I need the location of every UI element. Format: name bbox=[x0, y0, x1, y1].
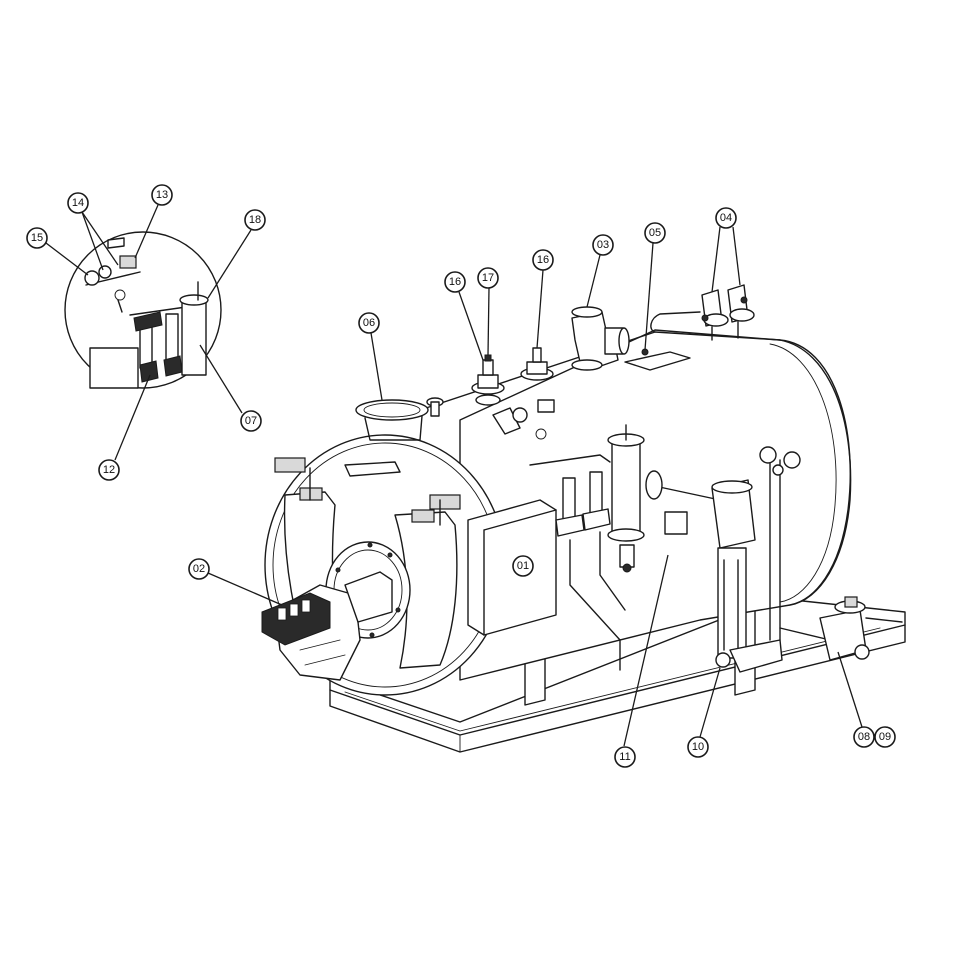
callout-label-04: 04 bbox=[720, 212, 732, 224]
callout-label-16-right: 16 bbox=[537, 254, 549, 266]
callout-10: 10 bbox=[687, 736, 709, 758]
callout-label-14: 14 bbox=[72, 197, 84, 209]
callout-label-08: 08 bbox=[858, 731, 870, 743]
top-valves bbox=[426, 284, 755, 440]
callout-04: 04 bbox=[715, 207, 737, 229]
callout-06: 06 bbox=[358, 312, 380, 334]
callout-15: 15 bbox=[26, 227, 48, 249]
callout-label-10: 10 bbox=[692, 741, 704, 753]
callout-label-01: 01 bbox=[517, 560, 529, 572]
callout-14: 14 bbox=[67, 192, 89, 214]
callout-17: 17 bbox=[477, 267, 499, 289]
callout-label-13: 13 bbox=[156, 189, 168, 201]
callout-label-02: 02 bbox=[193, 563, 205, 575]
callout-16-right: 16 bbox=[532, 249, 554, 271]
callout-label-03: 03 bbox=[597, 239, 609, 251]
control-panel bbox=[467, 499, 557, 636]
callout-07: 07 bbox=[240, 410, 262, 432]
leader-lines bbox=[45, 204, 863, 747]
callout-label-11: 11 bbox=[619, 751, 630, 763]
callout-12: 12 bbox=[98, 459, 120, 481]
feed-pump bbox=[645, 446, 801, 673]
callout-label-09: 09 bbox=[879, 731, 891, 743]
manhole bbox=[355, 399, 429, 441]
callout-11: 11 bbox=[614, 746, 636, 768]
callout-02: 02 bbox=[188, 558, 210, 580]
level-columns bbox=[529, 424, 645, 671]
callout-label-17: 17 bbox=[482, 272, 494, 284]
callout-01: 01 bbox=[512, 555, 534, 577]
callout-13: 13 bbox=[151, 184, 173, 206]
callout-08: 08 bbox=[853, 726, 875, 748]
callout-09: 09 bbox=[874, 726, 896, 748]
callout-label-15: 15 bbox=[31, 232, 43, 244]
callout-label-18: 18 bbox=[249, 214, 261, 226]
burner bbox=[261, 571, 393, 681]
callout-label-06: 06 bbox=[363, 317, 375, 329]
boiler-shell bbox=[419, 311, 852, 681]
callout-label-16-left: 16 bbox=[449, 276, 461, 288]
callout-label-12: 12 bbox=[103, 464, 115, 476]
callout-03: 03 bbox=[592, 234, 614, 256]
blowdown-valves bbox=[779, 596, 903, 661]
detail-view bbox=[64, 231, 222, 389]
callout-18: 18 bbox=[244, 209, 266, 231]
callout-label-07: 07 bbox=[245, 415, 257, 427]
callout-label-05: 05 bbox=[649, 227, 661, 239]
callout-16-left: 16 bbox=[444, 271, 466, 293]
callout-05: 05 bbox=[644, 222, 666, 244]
